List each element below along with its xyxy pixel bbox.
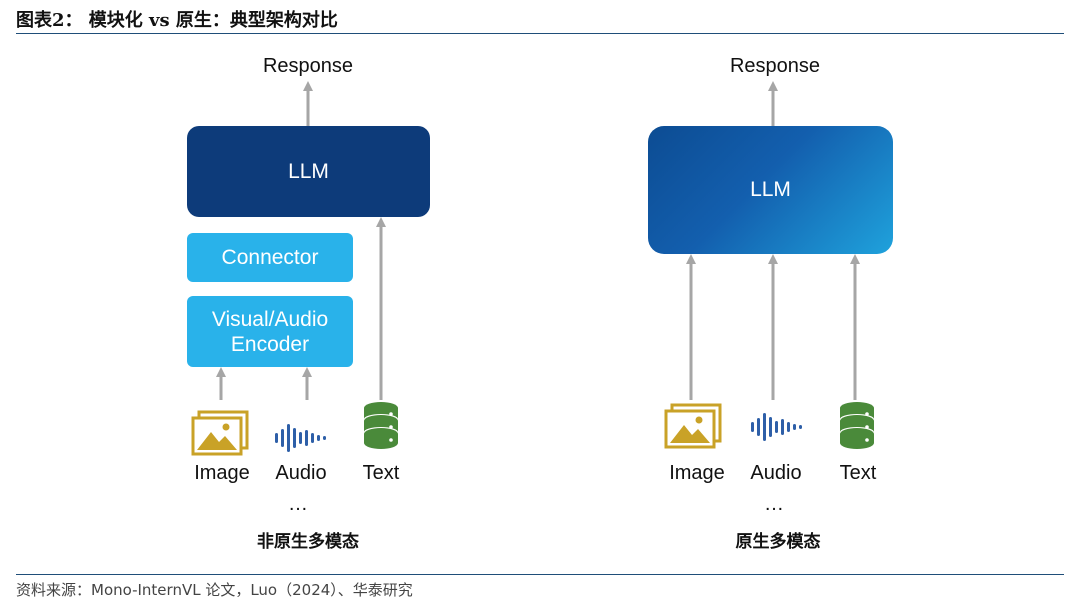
encoder-label-line1: Visual/Audio [211, 307, 329, 331]
response-label-right: Response [729, 55, 821, 77]
caption-non-native: 非原生多模态 [257, 532, 359, 552]
database-icon [840, 402, 874, 449]
image-icon [191, 410, 249, 456]
database-icon [364, 402, 398, 449]
connector-label: Connector [221, 245, 319, 269]
input-label-audio-right: Audio [750, 462, 802, 484]
input-label-image-left: Image [194, 462, 250, 484]
input-label-audio-left: Audio [275, 462, 327, 484]
audio-icon [751, 413, 802, 441]
input-label-text-right: Text [839, 462, 877, 484]
figure-title: 图表2： 模块化 vs 原生：典型架构对比 [16, 10, 338, 31]
header-rule [16, 33, 1064, 34]
ellipsis-left: … [288, 493, 308, 515]
audio-icon [275, 424, 326, 452]
caption-native: 原生多模态 [735, 532, 821, 552]
source-note: 资料来源：Mono-InternVL 论文，Luo（2024）、华泰研究 [16, 581, 413, 599]
response-label-left: Response [262, 55, 354, 77]
connector-box: Connector [187, 233, 353, 282]
image-icon [664, 403, 722, 449]
llm-label-left: LLM [288, 159, 329, 183]
ellipsis-right: … [764, 493, 784, 515]
footer-rule [16, 574, 1064, 575]
llm-box-left: LLM [187, 126, 430, 217]
encoder-box: Visual/Audio Encoder [187, 296, 353, 367]
llm-label-right: LLM [750, 178, 791, 201]
input-label-text-left: Text [362, 462, 400, 484]
encoder-label-line2: Encoder [230, 332, 310, 356]
llm-box-right: LLM [648, 126, 893, 254]
input-label-image-right: Image [669, 462, 725, 484]
